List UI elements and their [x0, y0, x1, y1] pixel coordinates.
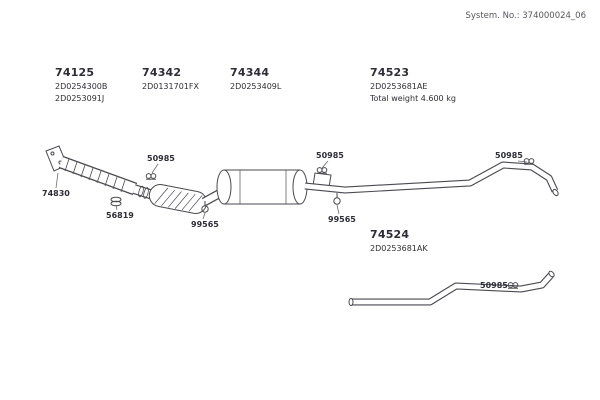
mount-bracket — [312, 172, 332, 188]
catalytic-converter — [148, 184, 208, 214]
callout-clamp-50985-3[interactable]: 50985 — [495, 151, 523, 160]
part-group-74524: 74524 2D0253681AK — [370, 228, 428, 255]
part-code: 2D0254300B — [55, 82, 108, 91]
part-number-link[interactable]: 74523 — [370, 66, 410, 79]
callout-clamp-50985-2[interactable]: 50985 — [316, 151, 344, 160]
tailpipe — [304, 161, 559, 197]
callout-hanger-99565-1[interactable]: 99565 — [191, 220, 219, 229]
part-code: 2D0253409L — [230, 82, 282, 91]
callout-flange-74830[interactable]: 74830 — [42, 189, 70, 198]
hanger-icon — [333, 192, 341, 205]
flex-pipe — [58, 155, 138, 196]
part-code: 2D0253091J — [55, 93, 105, 103]
part-number-link[interactable]: 74524 — [370, 228, 410, 241]
callout-clamp-56819[interactable]: 56819 — [106, 211, 134, 220]
part-code: 2D0253681AE — [370, 82, 428, 91]
muffler — [216, 169, 308, 205]
callout-clamp-50985-4[interactable]: 50985 — [480, 281, 508, 290]
leader-lines — [55, 160, 528, 291]
part-group-74125: 74125 2D0254300B 2D0253091J — [55, 66, 107, 104]
rear-pipe — [348, 270, 555, 307]
part-group-74523: 74523 2D0253681AE Total weight 4.600 kg — [370, 66, 456, 104]
callout-hanger-99565-2[interactable]: 99565 — [328, 215, 356, 224]
part-number-link[interactable]: 74344 — [230, 66, 270, 79]
part-number-link[interactable]: 74342 — [142, 66, 182, 79]
part-group-74342: 74342 2D0131701FX — [142, 66, 199, 93]
clamp-56819-icon — [110, 196, 122, 207]
total-weight-note: Total weight 4.600 kg — [370, 93, 456, 103]
system-number: System. No.: 374000024_06 — [465, 11, 586, 21]
part-code: 2D0253681AK — [370, 244, 428, 253]
callout-clamp-50985-1[interactable]: 50985 — [147, 154, 175, 163]
clamp-icon — [145, 173, 157, 180]
clamp-icon — [316, 167, 328, 174]
part-group-74344: 74344 2D0253409L — [230, 66, 281, 93]
part-number-link[interactable]: 74125 — [55, 66, 95, 79]
part-code: 2D0131701FX — [142, 82, 199, 91]
